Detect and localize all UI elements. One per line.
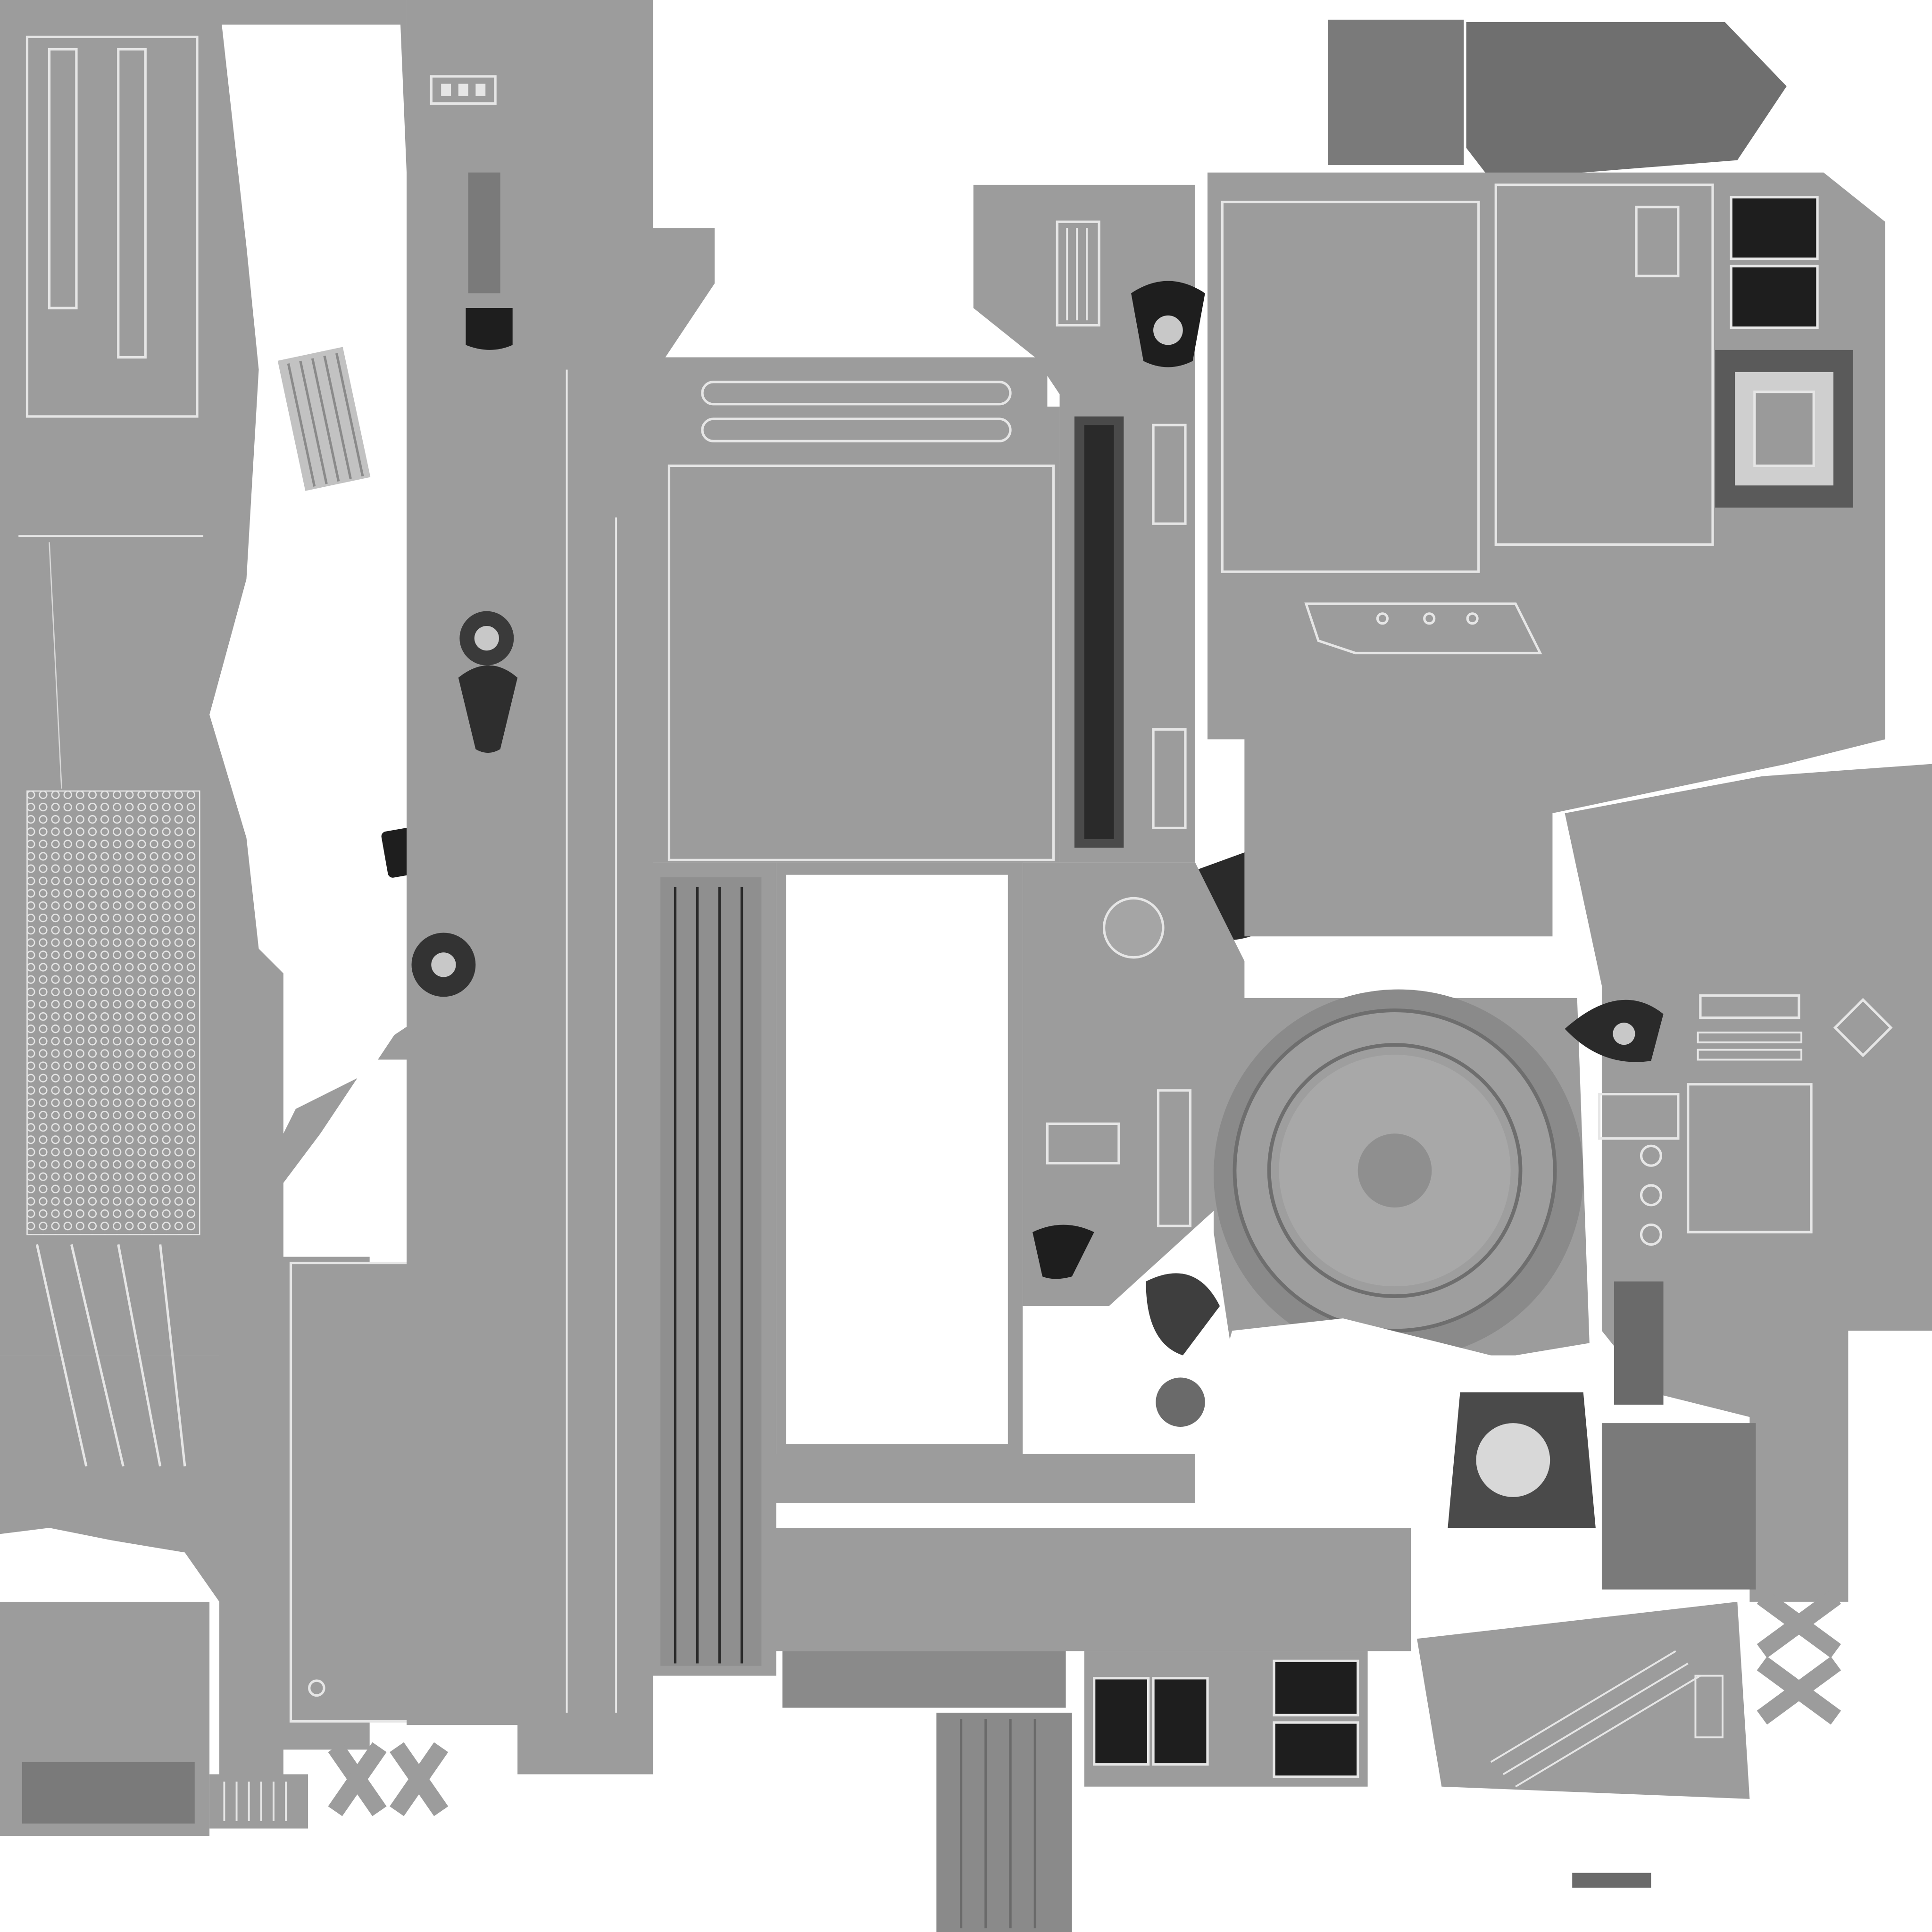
top-right-large-panel: [1208, 172, 1885, 937]
top-right-dark-window-a: [1730, 196, 1819, 260]
top-right-dark-window-b: [1730, 265, 1819, 329]
bottom-dark-window-b: [1152, 1677, 1209, 1766]
center-dark-drop: [1033, 1224, 1094, 1279]
bottom-strips: [209, 1454, 1841, 1932]
left-strip-grate: [26, 790, 200, 1235]
right-lower-wear-block: [1614, 1281, 1664, 1405]
right-lower-panel: [1565, 764, 1932, 1602]
left-strip-foot: [0, 1355, 219, 1602]
center-large-panel: [647, 228, 1060, 863]
center-white-block: [776, 862, 1023, 1454]
column-three-panel: [407, 0, 653, 1774]
bottom-x-marks: [328, 1590, 1841, 1816]
left-strip-panel: [0, 0, 219, 1932]
bottom-wear-bar: [782, 1651, 1066, 1708]
right-wear-block: [1601, 1423, 1756, 1590]
column-three-dark-cap: [466, 308, 513, 350]
lower-hub-disc: [1476, 1423, 1550, 1497]
bottom-dark-window-a: [1093, 1677, 1150, 1766]
center-small-dial: [1102, 897, 1165, 959]
bottom-ribbed-plate: [936, 1713, 1072, 1932]
left-strip-wear-patch: [22, 1762, 195, 1824]
right-lower-diamond: [1833, 998, 1893, 1058]
lower-middle-white-area: [1146, 1273, 1596, 1577]
bottom-dark-window-c: [1273, 1659, 1359, 1716]
center-ribbed-column: [653, 862, 776, 1676]
column-three-wear-stripe: [468, 172, 500, 293]
bottom-dark-window-d: [1273, 1721, 1359, 1778]
top-right-wear-bar: [1328, 19, 1787, 180]
column-three-fan-a: [458, 665, 518, 753]
big-dial: [1214, 989, 1590, 1359]
center-right-frame: [1023, 862, 1245, 1306]
column-three-slot: [430, 75, 497, 105]
